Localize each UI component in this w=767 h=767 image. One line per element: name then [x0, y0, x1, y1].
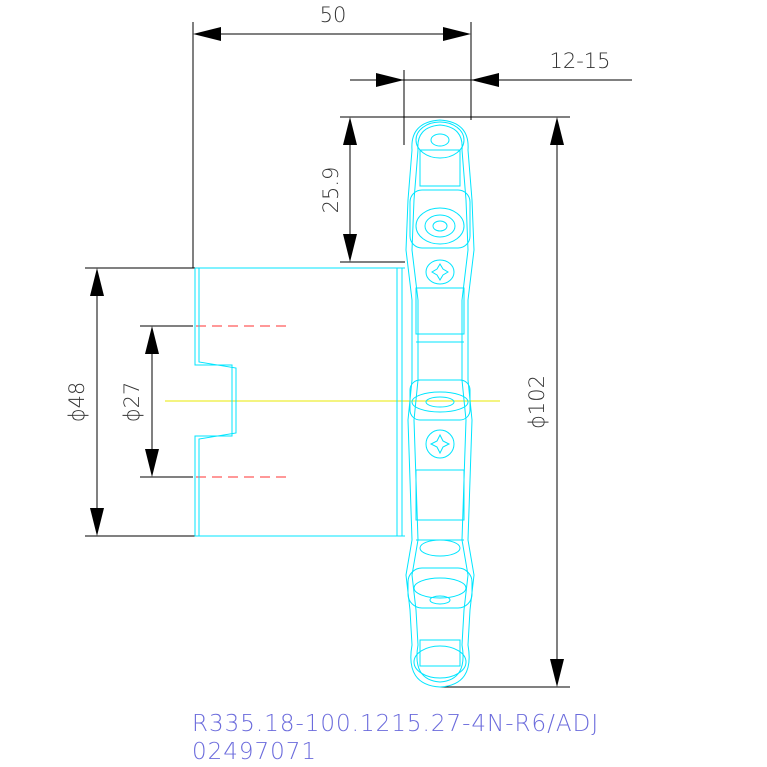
dimension-height-25-9: 25.9 [319, 116, 570, 263]
hinge-knuckle-column [405, 119, 475, 688]
dimension-label-diameter-27: ϕ27 [120, 382, 144, 423]
dimension-label-50: 50 [320, 3, 347, 27]
article-number: 02497071 [192, 739, 317, 765]
hinge-body [194, 267, 405, 537]
dimension-diameter-102: ϕ102 [440, 117, 570, 688]
dimension-label-diameter-48: ϕ48 [65, 382, 89, 423]
dimension-label-12-15: 12-15 [549, 49, 610, 73]
dimension-diameter-48: ϕ48 [65, 267, 195, 537]
dimension-diameter-27: ϕ27 [120, 325, 193, 478]
dimension-label-25-9: 25.9 [319, 167, 343, 214]
dimension-screw-range: 12-15 [350, 49, 632, 145]
dimension-label-diameter-102: ϕ102 [525, 375, 549, 429]
part-code: R335.18-100.1215.27-4N-R6/ADJ [192, 711, 599, 737]
dimension-width-50: 50 [192, 3, 472, 268]
